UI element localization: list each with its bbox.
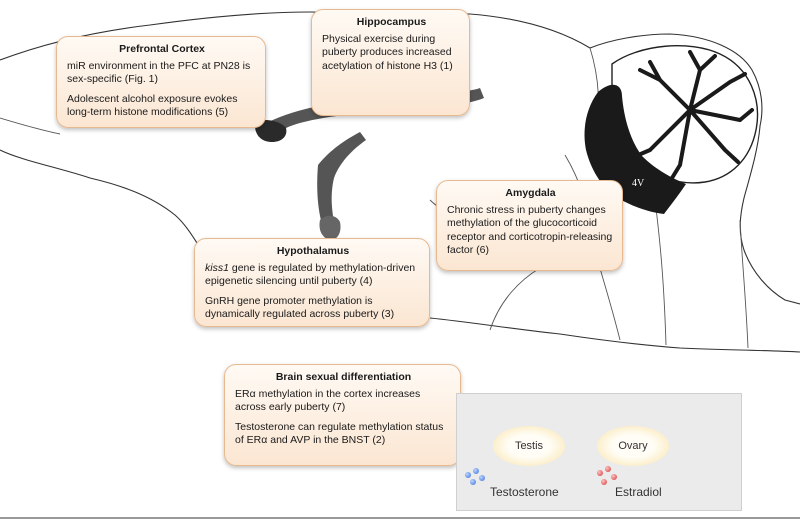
third-ventricle-tract xyxy=(317,132,366,224)
ventral-ventricle xyxy=(319,215,341,240)
estradiol-dot xyxy=(601,479,607,485)
hypothalamus-callout: Hypothalamus kiss1 gene is regulated by … xyxy=(194,238,430,327)
estradiol-label: Estradiol xyxy=(615,485,662,499)
estradiol-dot xyxy=(611,474,617,480)
hypothalamus-item-2: GnRH gene promoter methylation is dynami… xyxy=(205,294,395,321)
testis-node: Testis xyxy=(493,426,565,466)
hippocampus-item-1: Physical exercise during puberty produce… xyxy=(322,32,453,72)
ventricle-tail xyxy=(254,120,287,142)
testosterone-dot xyxy=(465,472,471,478)
prefrontal-cortex-callout: Prefrontal Cortex miR environment in the… xyxy=(56,36,266,128)
amygdala-callout: Amygdala Chronic stress in puberty chang… xyxy=(436,180,623,271)
hypothalamus-item-1-text: gene is regulated by methylation-driven … xyxy=(205,261,416,288)
brain-sexual-differentiation-callout: Brain sexual differentiation ERα methyla… xyxy=(224,364,461,466)
estradiol-dot xyxy=(597,470,603,476)
hippocampus-title: Hippocampus xyxy=(356,16,427,28)
prefrontal-cortex-item-2: Adolescent alcohol exposure evokes long-… xyxy=(67,92,238,119)
testosterone-dot xyxy=(479,475,485,481)
prefrontal-cortex-item-1: miR environment in the PFC at PN28 is se… xyxy=(67,59,251,86)
hypothalamus-item-1: kiss1 gene is regulated by methylation-d… xyxy=(205,262,421,289)
brain-sexual-differentiation-item-2: Testosterone can regulate methylation st… xyxy=(235,420,444,447)
fourth-ventricle-label: 4V xyxy=(632,178,645,189)
testosterone-dot xyxy=(470,479,476,485)
brain-sexual-differentiation-title: Brain sexual differentiation xyxy=(275,371,412,383)
brain-sexual-differentiation-item-1: ERα methylation in the cortex increases … xyxy=(235,387,421,414)
hypothalamus-title: Hypothalamus xyxy=(276,245,350,257)
amygdala-item-1: Chronic stress in puberty changes methyl… xyxy=(447,203,613,257)
testosterone-label: Testosterone xyxy=(490,485,559,499)
brain-outline xyxy=(0,11,800,305)
prefrontal-cortex-title: Prefrontal Cortex xyxy=(119,43,205,55)
testosterone-dot xyxy=(473,468,479,474)
cerebellum-folia xyxy=(634,50,754,180)
gonad-panel: Testis Ovary Testosterone Estradiol xyxy=(456,393,742,511)
ovary-node: Ovary xyxy=(597,426,669,466)
hippocampus-callout: Hippocampus Physical exercise during pub… xyxy=(311,9,470,116)
estradiol-dot xyxy=(605,466,611,472)
kiss1-gene-name: kiss1 xyxy=(205,261,229,274)
amygdala-title: Amygdala xyxy=(505,187,556,199)
